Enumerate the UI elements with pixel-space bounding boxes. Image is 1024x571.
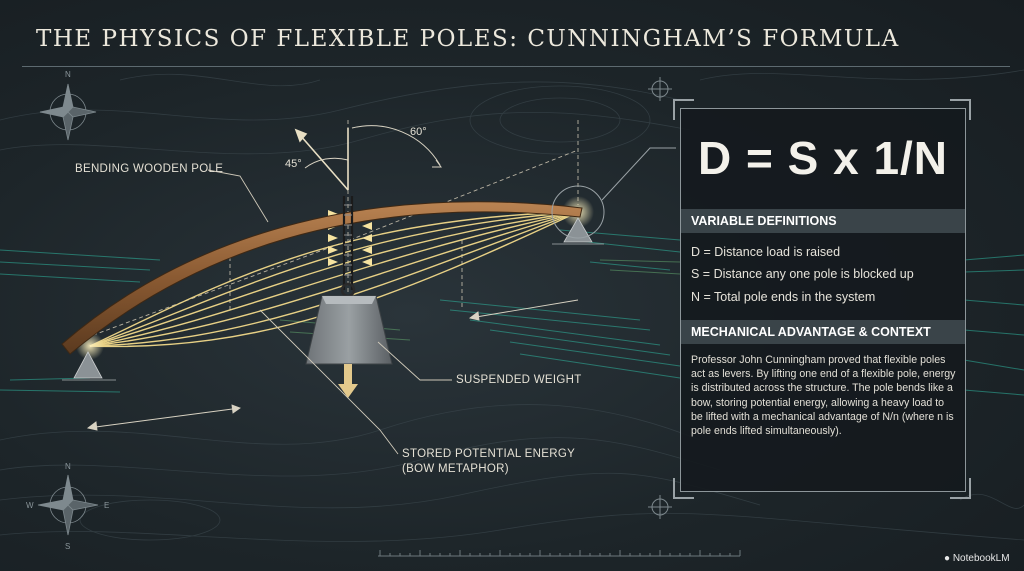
scan-texture (0, 229, 1024, 396)
definition-d: D = Distance load is raised (691, 245, 841, 259)
compass-w-label: W (26, 501, 34, 510)
formula-text: D = S x 1/N (697, 132, 949, 184)
label-suspended-weight: SUSPENDED WEIGHT (456, 374, 582, 386)
chain-links (344, 204, 352, 276)
dimension-lines (86, 299, 579, 431)
title-divider (22, 66, 1010, 67)
label-stored-energy: STORED POTENTIAL ENERGY (402, 448, 576, 460)
suspended-weight (305, 295, 393, 365)
crosshair-markers (648, 77, 672, 519)
compass-rose-top (39, 83, 97, 141)
definition-n: N = Total pole ends in the system (691, 290, 876, 304)
topographic-contours (0, 69, 1024, 542)
compass-e-label: E (104, 501, 110, 510)
gravity-arrow (338, 364, 358, 398)
page-title: THE PHYSICS OF FLEXIBLE POLES: CUNNINGHA… (36, 26, 900, 52)
formula-panel: D = S x 1/N VARIABLE DEFINITIONS D = Dis… (680, 108, 966, 492)
label-bow-metaphor: (BOW METAPHOR) (402, 463, 509, 475)
angle-arcs (304, 125, 442, 169)
bottom-ruler (378, 550, 741, 557)
compass-n-label: N (65, 70, 71, 79)
compass-s-label: S (65, 542, 71, 551)
force-arrow (294, 128, 349, 191)
energy-arrowheads (328, 210, 372, 266)
context-paragraph: Professor John Cunningham proved that fl… (691, 354, 956, 438)
detail-circle (551, 185, 605, 239)
support-right (552, 217, 604, 245)
brand-text: NotebookLM (952, 553, 1010, 564)
context-heading: MECHANICAL ADVANTAGE & CONTEXT (681, 320, 965, 344)
wooden-pole (61, 201, 583, 355)
panel-brackets (673, 99, 971, 499)
angle-left-label: 45° (285, 158, 302, 170)
angle-right-label: 60° (410, 126, 427, 138)
definitions-heading: VARIABLE DEFINITIONS (681, 209, 965, 233)
branding: ● NotebookLM (944, 553, 1010, 564)
compass-n-label-bottom: N (65, 462, 71, 471)
chain (342, 196, 354, 290)
compass-rose-bottom (37, 474, 99, 536)
scan-texture-green (279, 259, 681, 341)
brand-icon: ● (944, 553, 953, 564)
label-bending-pole: BENDING WOODEN POLE (75, 163, 224, 175)
detail-leader (601, 147, 676, 201)
support-left (62, 351, 116, 381)
label-leaders (207, 169, 452, 455)
definition-s: S = Distance any one pole is blocked up (691, 267, 914, 281)
